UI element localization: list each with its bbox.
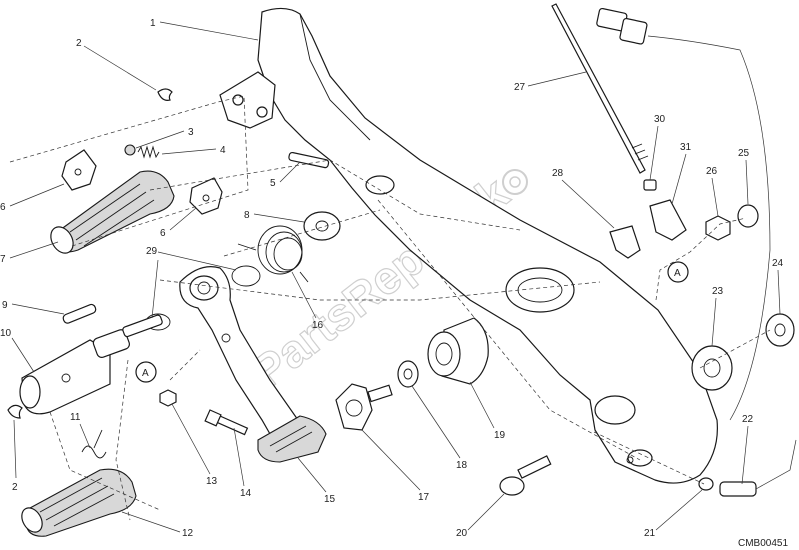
callout-22: 22 — [742, 414, 754, 425]
lever-28 — [609, 225, 641, 259]
detent-spring — [137, 145, 160, 159]
watermark-gear-icon — [502, 169, 528, 195]
callout-14: 14 — [240, 488, 252, 499]
washer-8 — [303, 211, 341, 241]
plate-left — [61, 149, 97, 191]
clip-bottom — [7, 404, 23, 419]
ref-a-right: A — [667, 261, 689, 283]
nut-26 — [705, 215, 731, 241]
pivot-bolt — [335, 383, 393, 431]
bushing-23 — [691, 345, 733, 391]
callout-1: 1 — [150, 18, 156, 29]
detent-ball — [124, 144, 136, 156]
bushing-19 — [427, 317, 489, 385]
callout-21: 21 — [644, 528, 656, 539]
callout-4: 4 — [220, 145, 226, 156]
pin-9 — [62, 303, 97, 324]
callout-24: 24 — [772, 258, 784, 269]
upper-bracket — [219, 71, 276, 129]
callout-5: 5 — [270, 178, 276, 189]
svg-text:A: A — [142, 368, 149, 379]
return-spring — [237, 225, 309, 283]
callout-30: 30 — [654, 114, 666, 125]
washer-18 — [397, 360, 419, 388]
callout-18: 18 — [456, 460, 468, 471]
footpeg-upper — [50, 170, 175, 254]
washer-21 — [698, 477, 714, 491]
drawing-code: CMB00451 — [738, 538, 788, 549]
callout-20: 20 — [456, 528, 468, 539]
clip-top — [157, 88, 173, 101]
callout-6a: 6 — [0, 202, 6, 213]
callout-7: 7 — [0, 254, 6, 265]
bushing-25 — [737, 204, 759, 228]
callout-12: 12 — [182, 528, 194, 539]
callout-2b: 2 — [12, 482, 18, 493]
callout-8: 8 — [244, 210, 250, 221]
sensor-22 — [719, 439, 797, 497]
washer-24 — [765, 313, 795, 347]
ref-a-left: A — [135, 361, 157, 383]
callout-29: 29 — [146, 246, 158, 257]
callout-31: 31 — [680, 142, 692, 153]
plate-right — [189, 177, 223, 215]
brake-lever — [179, 266, 327, 463]
footpeg-lower — [21, 468, 137, 537]
callout-19: 19 — [494, 430, 506, 441]
callout-2a: 2 — [76, 38, 82, 49]
lower-bracket — [19, 314, 163, 415]
callout-11: 11 — [70, 412, 81, 423]
callout-3: 3 — [188, 127, 194, 138]
assembly-lines — [9, 95, 771, 521]
callout-9: 9 — [2, 300, 8, 311]
bolt-20 — [499, 455, 552, 496]
callout-23: 23 — [712, 286, 724, 297]
sleeve-30 — [643, 179, 657, 191]
callout-25: 25 — [738, 148, 750, 159]
nut-13 — [159, 389, 177, 407]
callout-13: 13 — [206, 476, 218, 487]
callout-28: 28 — [552, 168, 564, 179]
bolt-14 — [204, 409, 249, 436]
connector-plug — [596, 7, 771, 421]
callout-26: 26 — [706, 166, 718, 177]
callout-10: 10 — [0, 328, 12, 339]
frame-plate — [257, 7, 718, 484]
callout-17: 17 — [418, 492, 430, 503]
clevis-31 — [649, 199, 687, 241]
pivot-pin — [288, 151, 330, 169]
callout-labels: 1 2 2 3 4 5 6 6 7 8 9 10 11 12 13 14 15 — [0, 18, 784, 539]
switch-rod — [551, 3, 649, 174]
svg-text:A: A — [674, 268, 681, 279]
spring-11 — [81, 429, 107, 459]
callout-15: 15 — [324, 494, 336, 505]
callout-16: 16 — [312, 320, 324, 331]
callout-6b: 6 — [160, 228, 166, 239]
o-ring-29b — [231, 265, 261, 287]
callout-27: 27 — [514, 82, 526, 93]
